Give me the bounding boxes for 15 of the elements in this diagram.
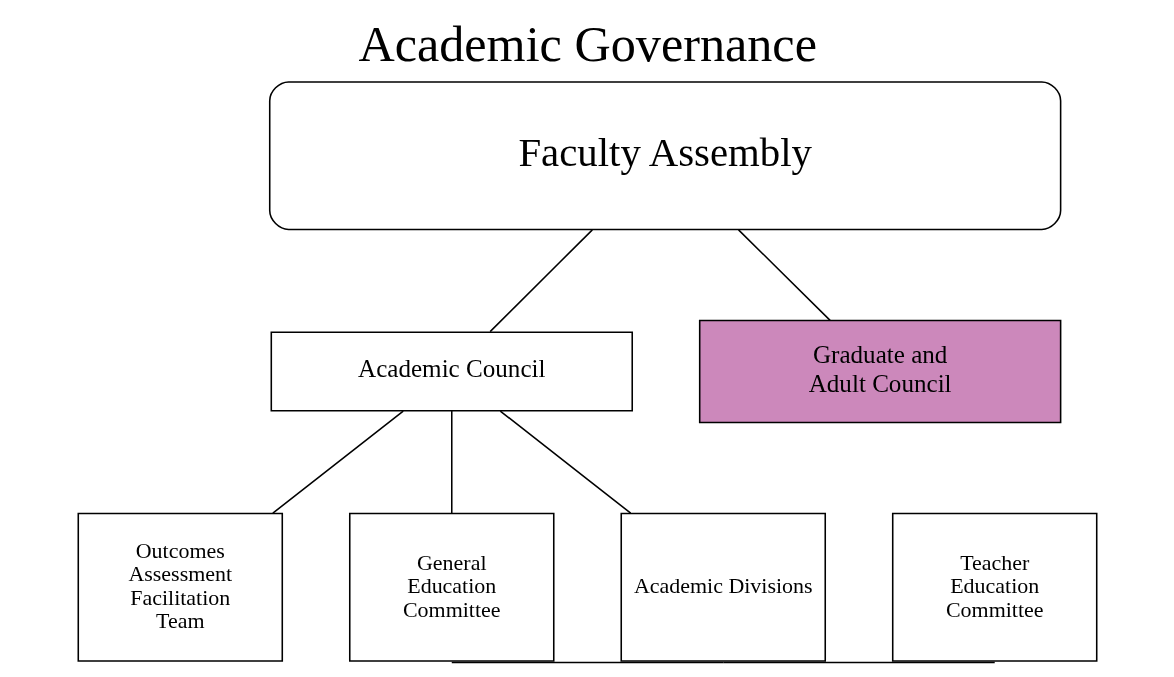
connector: [721, 661, 995, 664]
connector: [271, 410, 404, 514]
node-box: Faculty Assembly: [268, 81, 1061, 231]
connector: [488, 229, 593, 333]
node-box: Teacher Education Committee: [891, 512, 1097, 662]
node-box: Outcomes Assessment Facilitation Team: [77, 512, 283, 662]
connector: [450, 410, 453, 514]
node-box: Academic Council: [270, 331, 633, 412]
connector: [450, 661, 724, 664]
connector: [737, 229, 831, 322]
node-box: General Education Committee: [348, 512, 555, 662]
node-box: Graduate and Adult Council: [698, 319, 1061, 424]
diagram-title: Academic Governance: [357, 15, 817, 72]
node-box: Academic Divisions: [619, 512, 826, 662]
connector: [499, 410, 631, 514]
